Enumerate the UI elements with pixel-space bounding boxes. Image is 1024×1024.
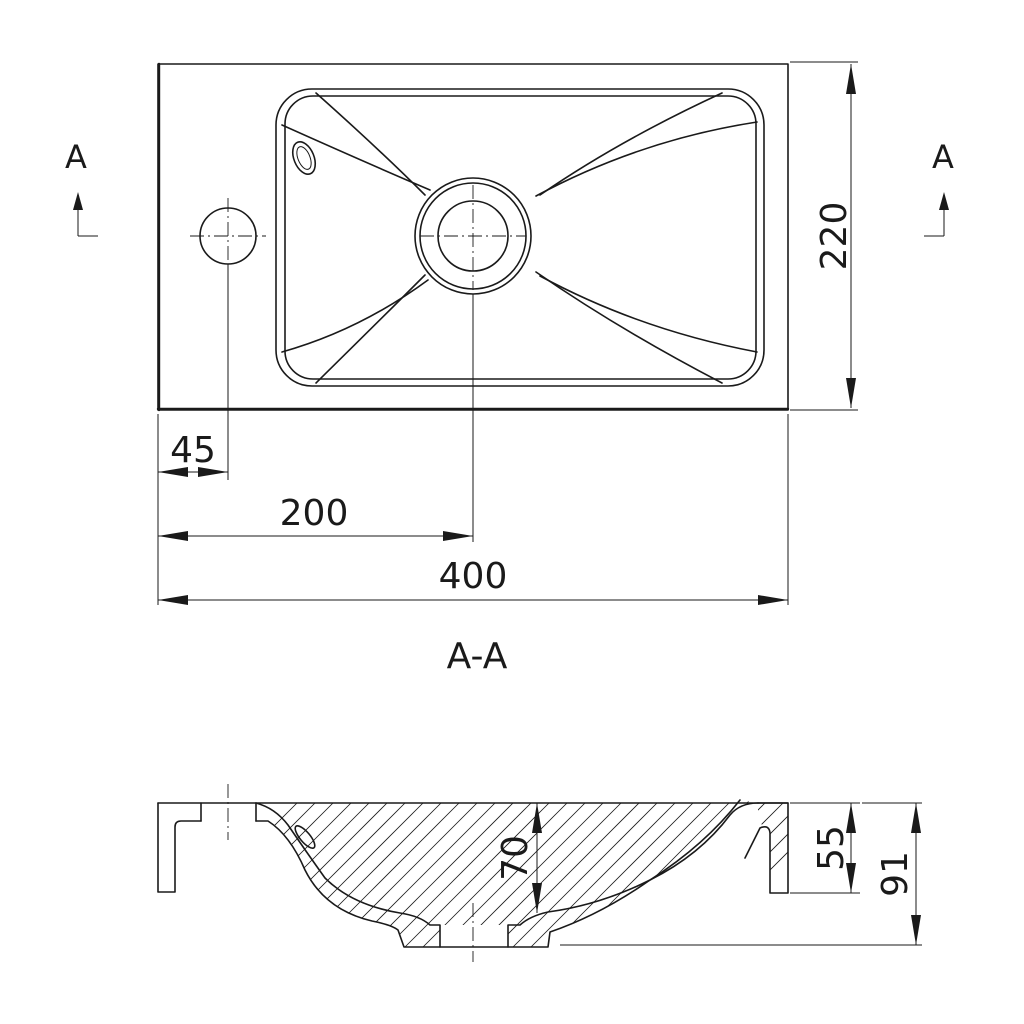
dimension-drain-offset-label: 200: [280, 493, 349, 534]
dimension-rim-height-label: 55: [811, 825, 852, 871]
dimension-overall-height-label: 91: [875, 851, 916, 897]
drain-hole: [414, 177, 532, 295]
section-title: A-A: [447, 636, 508, 677]
section-marker-left-label: A: [65, 138, 87, 176]
section-hatching: [158, 800, 788, 947]
section-view: 70 55 91: [157, 784, 922, 962]
section-outline: [157, 784, 789, 962]
dimension-bowl-depth: 70: [495, 803, 542, 913]
dimension-overall-width-label: 400: [439, 556, 508, 597]
dimension-drain-offset: 200: [158, 294, 474, 542]
section-marker-left: A: [65, 138, 98, 237]
tap-hole: [190, 198, 266, 274]
bowl-slopes: [281, 92, 758, 384]
dimension-overall-depth-label: 220: [814, 202, 855, 271]
bowl-rim: [275, 88, 765, 387]
section-marker-right: A: [924, 138, 954, 237]
dimension-overall-width: 400: [158, 414, 789, 605]
dimension-overall-height: 91: [560, 802, 922, 946]
dimension-tap-hole-label: 45: [170, 430, 216, 471]
dimension-bowl-depth-label: 70: [495, 835, 536, 881]
dimension-tap-hole: 45: [157, 264, 229, 605]
dimension-overall-depth: 220: [790, 61, 858, 411]
plan-view: A A 220 45: [65, 61, 954, 605]
section-marker-right-label: A: [932, 138, 954, 176]
overflow-slot: [291, 140, 317, 176]
dimension-rim-height: 55: [790, 802, 860, 894]
